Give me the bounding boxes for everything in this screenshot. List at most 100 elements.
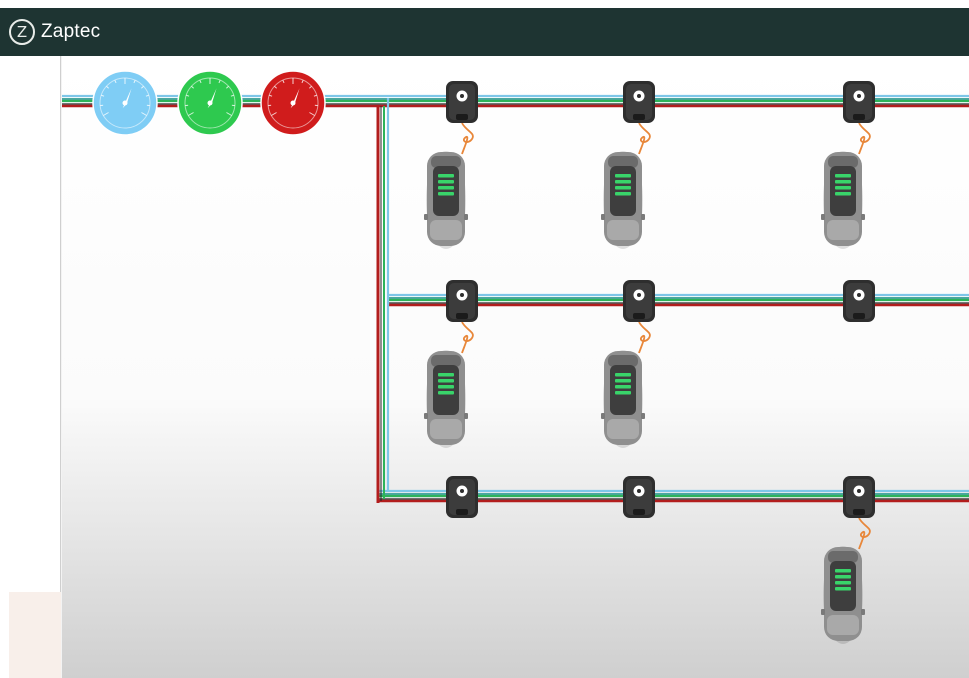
top-bar: Z Zaptec	[0, 0, 969, 56]
charger-station-r3-c2	[623, 476, 655, 518]
charger-station-r1-c1	[424, 81, 478, 249]
battery-bar	[438, 379, 454, 383]
gauge-tick	[218, 79, 221, 84]
battery-bar	[835, 575, 851, 579]
battery-bar	[438, 186, 454, 190]
car-cabin	[433, 166, 459, 216]
charger-station-r3-c3	[821, 476, 875, 644]
wall-charger	[446, 280, 478, 322]
wall-charger	[446, 476, 478, 518]
car-rear	[607, 220, 639, 240]
battery-bar	[835, 581, 851, 585]
battery-bar	[615, 180, 631, 184]
charger-socket	[853, 114, 865, 120]
charger-logo-dot	[637, 94, 641, 98]
gauge-tick	[103, 112, 109, 116]
car-mirror-left	[424, 413, 428, 419]
wall-charger	[623, 81, 655, 123]
battery-bar	[615, 391, 631, 395]
charger-socket	[633, 509, 645, 515]
car-mirror-right	[464, 413, 468, 419]
gauge-tick	[191, 85, 194, 89]
gauge-tick	[133, 79, 136, 84]
wall-charger	[623, 280, 655, 322]
car-mirror-right	[861, 214, 865, 220]
battery-bar	[835, 174, 851, 178]
charger-panel	[449, 84, 475, 120]
gauge-tick	[282, 79, 285, 84]
car-mirror-left	[424, 214, 428, 220]
brand-name[interactable]: Zaptec	[41, 21, 101, 42]
gauge-hub	[207, 100, 213, 106]
charger-logo-dot	[460, 489, 464, 493]
battery-bar	[438, 385, 454, 389]
wall-charger	[843, 81, 875, 123]
charger-panel	[626, 283, 652, 319]
charger-logo-dot	[857, 94, 861, 98]
charger-station-r2-c3	[843, 280, 875, 322]
charger-logo-dot	[857, 489, 861, 493]
car-rear	[430, 220, 462, 240]
car-cabin	[610, 166, 636, 216]
battery-bar	[615, 186, 631, 190]
battery-bar	[835, 186, 851, 190]
battery-bar	[438, 180, 454, 184]
battery-bar	[615, 385, 631, 389]
battery-bar	[615, 373, 631, 377]
charger-logo-dot	[460, 293, 464, 297]
gauge-blue	[92, 70, 158, 136]
car-mirror-left	[821, 214, 825, 220]
car-hood	[608, 355, 638, 367]
charger-panel	[846, 479, 872, 515]
electric-car	[821, 546, 865, 644]
battery-bar	[835, 569, 851, 573]
battery-bar	[615, 379, 631, 383]
charger-station-r1-c2	[601, 81, 655, 249]
battery-bar	[438, 192, 454, 196]
zaptec-logo-icon[interactable]: Z	[9, 19, 35, 45]
car-rear	[430, 419, 462, 439]
battery-bar	[835, 587, 851, 591]
car-mirror-left	[601, 413, 605, 419]
car-hood	[828, 551, 858, 563]
charger-station-r2-c2	[601, 280, 655, 448]
gauge-tick	[269, 94, 273, 97]
wall-charger	[843, 476, 875, 518]
charger-panel	[626, 479, 652, 515]
gauge-tick	[188, 112, 194, 116]
charger-panel	[846, 283, 872, 319]
car-hood	[431, 355, 461, 367]
charge-cable	[638, 321, 651, 354]
electric-car	[821, 151, 865, 249]
left-sidebar-accent	[9, 592, 61, 678]
car-mirror-right	[641, 413, 645, 419]
gauge-tick	[301, 79, 304, 84]
charger-panel	[449, 283, 475, 319]
car-cabin	[830, 166, 856, 216]
gauge-red	[260, 70, 326, 136]
gauge-tick	[230, 94, 234, 97]
gauge-tick	[106, 85, 109, 89]
car-rear	[607, 419, 639, 439]
battery-bar	[438, 174, 454, 178]
gauge-hub	[290, 100, 296, 106]
gauge-tick	[141, 85, 144, 89]
charger-logo-dot	[460, 94, 464, 98]
gauge-tick	[309, 85, 312, 89]
gauge-tick	[114, 79, 117, 84]
charge-cable	[638, 122, 651, 155]
gauge-tick	[309, 112, 315, 116]
wall-charger	[623, 476, 655, 518]
gauge-tick	[271, 112, 277, 116]
charger-panel	[626, 84, 652, 120]
gauge-tick	[226, 112, 232, 116]
charging-load-balancing-diagram	[62, 56, 969, 678]
charger-socket	[853, 313, 865, 319]
diagram-background	[62, 56, 969, 678]
electric-car	[424, 350, 468, 448]
charger-logo-dot	[637, 489, 641, 493]
charger-socket	[456, 313, 468, 319]
left-sidebar	[0, 56, 61, 678]
car-hood	[828, 156, 858, 168]
car-hood	[608, 156, 638, 168]
